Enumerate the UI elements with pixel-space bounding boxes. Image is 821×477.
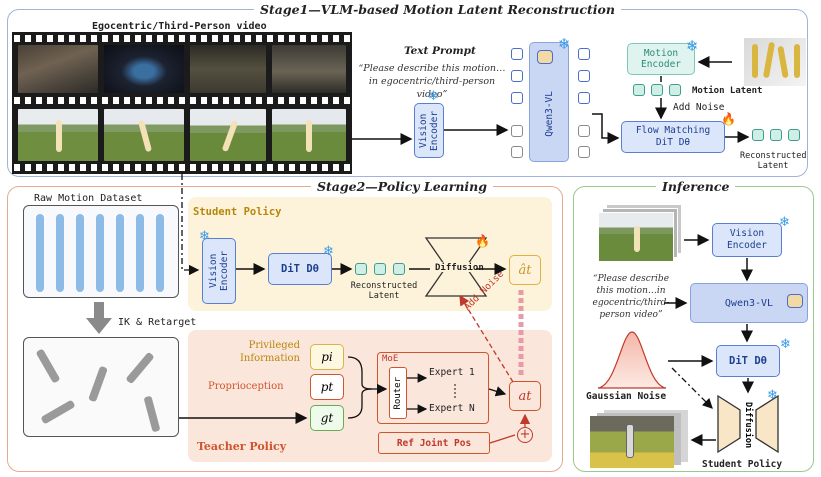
output-token xyxy=(578,146,590,158)
frozen-snowflake-icon: ❄ xyxy=(323,244,334,259)
output-token xyxy=(578,125,590,137)
goal-input-box: gt xyxy=(310,405,344,431)
video-film-strip xyxy=(12,32,352,174)
trainable-fire-icon: 🔥 xyxy=(721,112,736,126)
person-figure xyxy=(56,120,62,152)
visual-token xyxy=(511,125,523,137)
motion-encoder: Motion Encoder xyxy=(627,43,695,75)
frozen-snowflake-icon: ❄ xyxy=(199,229,210,244)
output-token xyxy=(578,48,590,60)
router-block: Router xyxy=(389,367,407,419)
frozen-snowflake-icon: ❄ xyxy=(558,35,571,53)
ego-frame-1 xyxy=(18,45,98,93)
trainable-fire-icon: 🔥 xyxy=(475,234,490,248)
retargeted-robot-dataset xyxy=(23,337,179,437)
student-latent-token xyxy=(393,263,405,275)
gaussian-noise-curve xyxy=(597,331,667,389)
expertN-label: Expert N xyxy=(429,403,475,414)
stage1-vision-encoder: Vision Encoder xyxy=(414,103,444,158)
teacher-policy-label: Teacher Policy xyxy=(197,440,287,453)
text-token xyxy=(511,70,523,82)
text-token xyxy=(511,48,523,60)
frozen-snowflake-icon: ❄ xyxy=(767,388,778,403)
student-policy-region xyxy=(188,197,552,311)
motion-latent-token xyxy=(651,84,663,96)
inference-diffusion-label: Diffusion xyxy=(743,401,753,449)
student-latent-token xyxy=(355,263,367,275)
motion-latent-token xyxy=(669,84,681,96)
student-latent-token xyxy=(374,263,386,275)
inference-title: Inference xyxy=(656,179,736,194)
qwen-logo-icon xyxy=(787,294,803,308)
inference-robot-output xyxy=(590,410,690,468)
privileged-input-box: pi xyxy=(310,344,344,370)
robot-motion-image xyxy=(744,38,806,86)
output-token xyxy=(578,92,590,104)
stage2-title: Stage2—Policy Learning xyxy=(311,179,494,194)
reconstructed-latent-token xyxy=(752,129,764,141)
video-label: Egocentric/Third-Person video xyxy=(92,21,267,32)
stage1-add-noise-label: Add Noise xyxy=(673,102,725,113)
ego-frame-4 xyxy=(272,45,346,93)
stage1-title: Stage1—VLM-based Motion Latent Reconstru… xyxy=(254,2,621,17)
reconstructed-latent-token xyxy=(788,129,800,141)
text-prompt: “Please describe this motion… in egocent… xyxy=(358,63,506,100)
inference-prompt: “Please describe this motion…in egocentr… xyxy=(592,274,670,321)
frozen-snowflake-icon: ❄ xyxy=(779,215,790,230)
output-token xyxy=(578,70,590,82)
teacher-action-box: at xyxy=(509,381,541,411)
student-vision-encoder: Vision Encoder xyxy=(202,238,236,304)
frozen-snowflake-icon: ❄ xyxy=(780,337,791,352)
stage1-reconstructed-latent-label: Reconstructed Latent xyxy=(740,151,807,172)
qwen-logo-icon xyxy=(537,50,553,64)
text-prompt-title: Text Prompt xyxy=(404,45,476,57)
proprioception-label: Proprioception xyxy=(208,381,284,392)
ik-retarget-label: IK & Retarget xyxy=(118,317,197,328)
person-figure xyxy=(306,120,312,152)
student-dit: DiT Dθ xyxy=(268,253,332,285)
stage2-frame xyxy=(7,186,563,472)
proprioception-input-box: pt xyxy=(310,374,344,400)
raw-dataset-label: Raw Motion Dataset xyxy=(34,193,143,204)
ref-joint-pos-box: Ref Joint Pos xyxy=(378,432,490,454)
inference-dit: DiT Dθ xyxy=(716,345,780,377)
visual-token xyxy=(511,146,523,158)
text-token xyxy=(511,92,523,104)
ego-frame-3 xyxy=(190,45,266,93)
student-reconstructed-latent-label: Reconstructed Latent xyxy=(350,281,418,302)
raw-motion-dataset xyxy=(23,205,179,298)
inference-vision-encoder: Vision Encoder xyxy=(712,223,782,257)
inference-diffusion-block xyxy=(717,394,779,454)
student-policy-label: Student Policy xyxy=(193,206,282,218)
gaussian-noise-label: Gaussian Noise xyxy=(586,391,667,402)
frozen-snowflake-icon: ❄ xyxy=(428,89,439,104)
inference-video-stack xyxy=(598,204,684,262)
predicted-action-box: ât xyxy=(509,255,541,285)
motion-latent-label: Motion Latent xyxy=(692,86,763,96)
add-operator-icon: + xyxy=(517,427,533,443)
ego-frame-2 xyxy=(104,45,184,93)
inference-student-policy-label: Student Policy xyxy=(702,459,783,470)
student-diffusion-label: Diffusion xyxy=(435,263,484,273)
expert1-label: Expert 1 xyxy=(429,367,475,378)
motion-latent-token xyxy=(633,84,645,96)
flow-matching-dit: Flow Matching DiT Dθ xyxy=(621,121,725,153)
student-diffusion-block xyxy=(424,237,488,297)
reconstructed-latent-token xyxy=(770,129,782,141)
privileged-info-label: Privileged Information xyxy=(239,340,300,364)
moe-label: MoE xyxy=(382,354,399,364)
frozen-snowflake-icon: ❄ xyxy=(686,37,699,55)
